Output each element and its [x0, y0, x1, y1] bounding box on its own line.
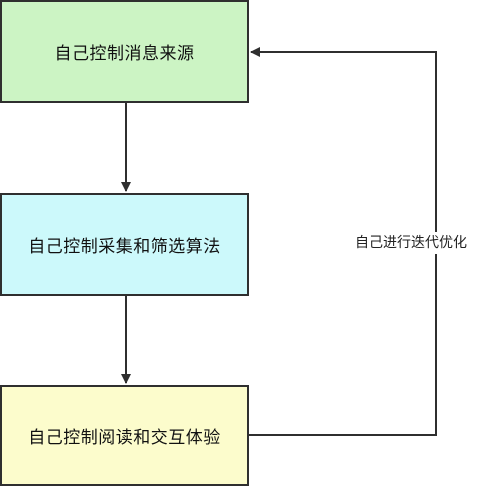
node-collection-filter-algorithm: 自己控制采集和筛选算法 — [0, 193, 249, 296]
feedback-edge-label: 自己进行迭代优化 — [355, 232, 500, 254]
node-message-source-label: 自己控制消息来源 — [54, 44, 195, 64]
node-collection-filter-algorithm-label: 自己控制采集和筛选算法 — [28, 237, 221, 257]
node-reading-interaction: 自己控制阅读和交互体验 — [0, 385, 249, 486]
node-reading-interaction-label: 自己控制阅读和交互体验 — [28, 428, 221, 448]
node-message-source: 自己控制消息来源 — [0, 0, 249, 103]
